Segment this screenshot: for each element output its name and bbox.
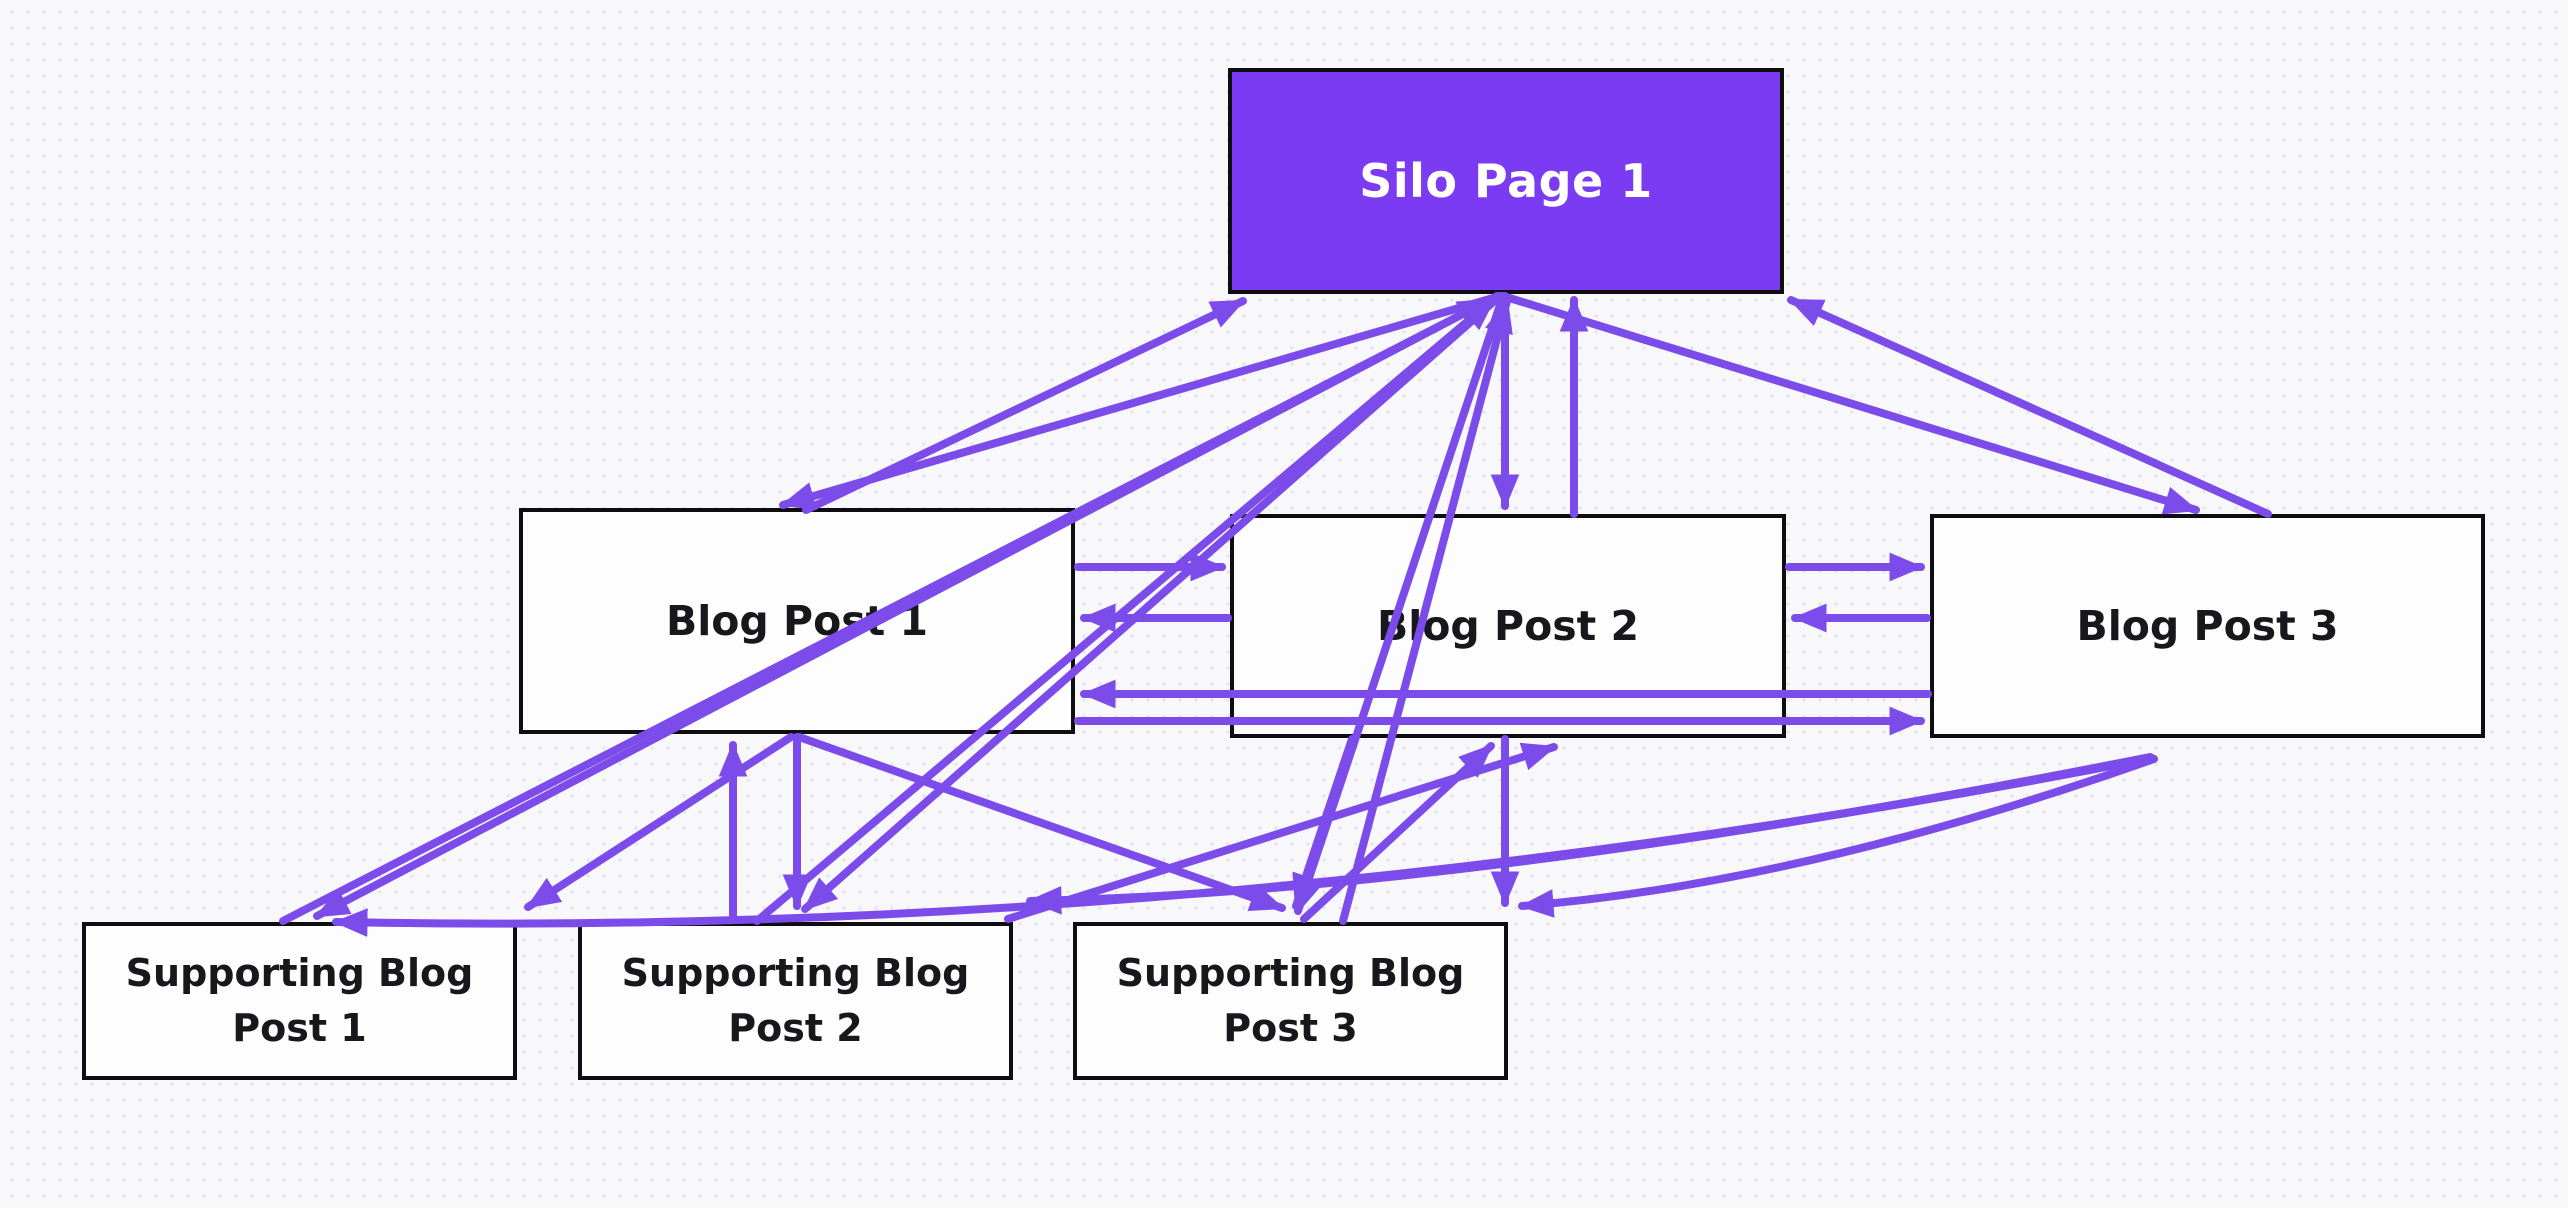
supporting-blog-post-3-box: Supporting Blog Post 3 [1073,922,1508,1080]
edge-sp3-bp2 [1300,742,1495,923]
blog-post-1-label: Blog Post 1 [665,597,929,645]
edge-bp3-sp1 [332,754,2156,937]
blog-post-1-box: Blog Post 1 [519,508,1075,734]
blog-post-3-label: Blog Post 3 [2076,602,2339,650]
supporting-blog-post-2-box: Supporting Blog Post 2 [578,922,1013,1080]
supporting-blog-post-1-box: Supporting Blog Post 1 [82,922,517,1080]
edge-bp2-sp3 [1292,735,1356,910]
edge-silo-bp3 [1499,292,2200,515]
silo-page-1-label: Silo Page 1 [1359,154,1653,208]
supporting-blog-post-3-label: Supporting Blog Post 3 [1116,950,1465,1050]
blog-post-2-box: Blog Post 2 [1230,514,1786,738]
edge-bp3-silo [1787,296,2272,518]
edge-bp3-sp2 [1026,753,2154,915]
blog-post-3-box: Blog Post 3 [1930,514,2485,738]
supporting-blog-post-1-label: Supporting Blog Post 1 [125,950,474,1050]
blog-post-2-label: Blog Post 2 [1376,602,1640,650]
silo-page-1-box: Silo Page 1 [1228,68,1784,294]
edge-silo-bp1 [779,292,1504,510]
edge-bp3-sp3 [1518,755,2158,918]
supporting-blog-post-2-label: Supporting Blog Post 2 [621,950,970,1050]
edge-bp1-sp3 [795,733,1286,912]
edge-bp1-sp1 [524,733,795,911]
edge-sp2-bp2 [1004,742,1558,923]
edge-bp1-silo [802,297,1247,514]
